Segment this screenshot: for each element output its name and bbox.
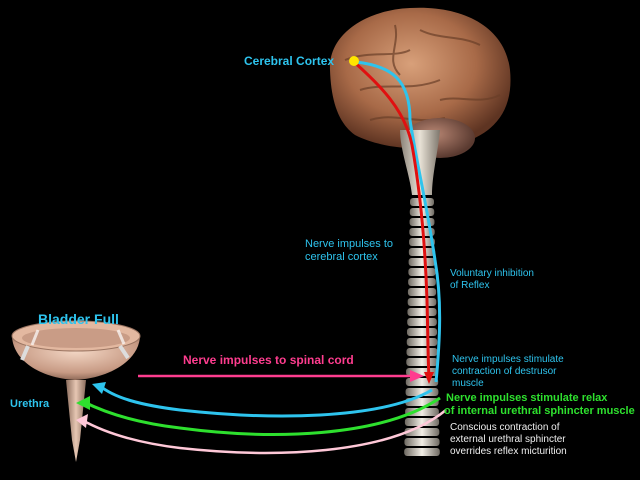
vertebra	[408, 248, 436, 256]
to-cortex-label-line1: Nerve impulses to	[305, 238, 394, 250]
voluntary-inhibition-path	[353, 60, 431, 379]
vertebra	[407, 288, 437, 296]
conscious-contraction-label-line1: Conscious contraction of	[450, 422, 560, 433]
conscious-contraction-label-line2: external urethral sphincter	[450, 434, 566, 445]
vertebra	[406, 338, 438, 346]
urethra-label: Urethra	[10, 398, 50, 410]
vertebra	[410, 198, 434, 206]
voluntary-inhibition-label-line1: Voluntary inhibition	[450, 268, 534, 279]
brain	[329, 7, 511, 195]
vertebra	[406, 328, 438, 336]
sphincter-relax-label-line2: of internal urethral sphincter muscle	[444, 405, 635, 417]
bladder	[11, 320, 141, 462]
vertebra	[407, 298, 437, 306]
to-spinal-cord-label: Nerve impulses to spinal cord	[183, 353, 354, 367]
destrusor-label-line2: contraction of destrusor	[452, 366, 557, 377]
vertebra	[408, 258, 436, 266]
cerebral-cortex-label: Cerebral Cortex	[244, 54, 335, 68]
to-cortex-label-line2: cerebral cortex	[305, 251, 378, 263]
conscious-contraction-path	[81, 409, 447, 455]
vertebra	[404, 438, 440, 446]
destrusor-label-line1: Nerve impulses stimulate	[452, 354, 564, 365]
vertebra	[408, 278, 436, 286]
nerve-pathways	[76, 60, 447, 455]
sphincter-relax-label-line1: Nerve impulses stimulate relax	[446, 392, 608, 404]
voluntary-inhibition-label-line2: of Reflex	[450, 280, 490, 291]
sphincter-relax-path	[83, 396, 441, 436]
brainstem	[400, 130, 440, 195]
vertebra	[408, 268, 436, 276]
vertebra	[407, 318, 437, 326]
conscious-contraction-label-line3: overrides reflex micturition	[450, 446, 567, 457]
cortex-marker	[349, 56, 359, 66]
destrusor-stimulation-path	[99, 384, 433, 418]
vertebra	[406, 348, 438, 356]
vertebra	[404, 448, 440, 456]
bladder-full-label: Bladder Full	[38, 311, 119, 327]
vertebra	[406, 358, 438, 366]
vertebra	[407, 308, 437, 316]
vertebra	[409, 238, 435, 246]
destrusor-label-line3: muscle	[452, 378, 484, 389]
vertebra	[405, 408, 439, 416]
afferent-to-cortex-path	[355, 60, 442, 383]
